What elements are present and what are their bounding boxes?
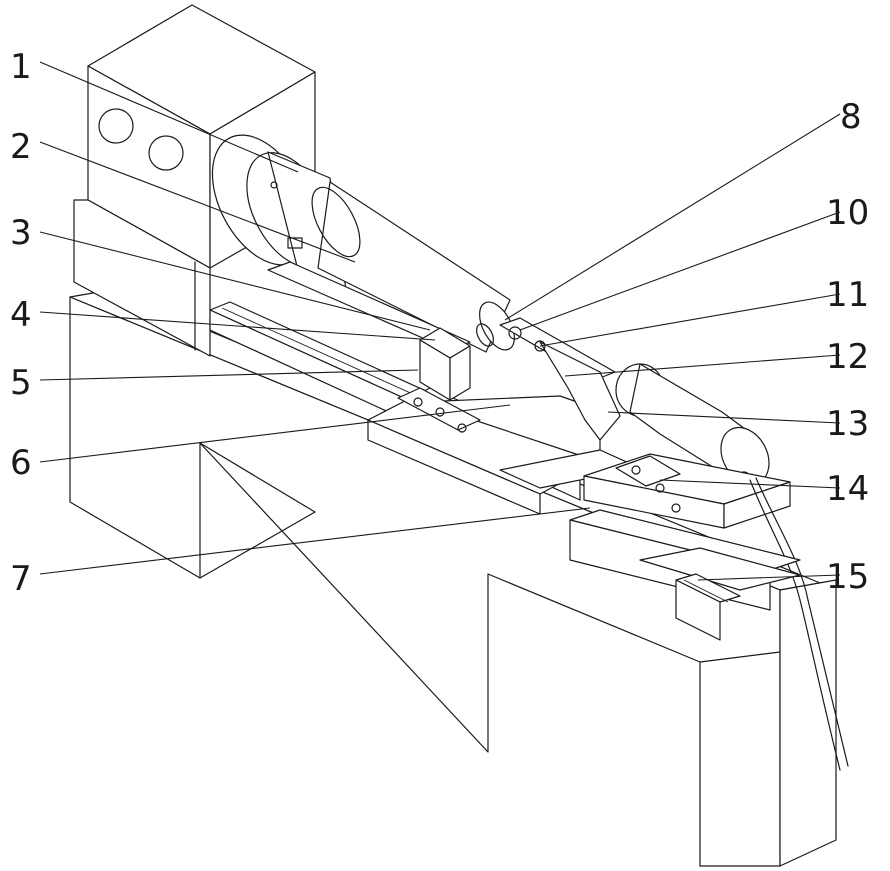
part-label-7: 7 [10,559,32,599]
part-label-15: 15 [826,557,869,597]
part-label-13: 13 [826,404,869,444]
part-label-3: 3 [10,213,32,253]
part-label-12: 12 [826,337,869,377]
part-label-10: 10 [826,193,869,233]
part-label-5: 5 [10,363,32,403]
part-label-14: 14 [826,469,869,509]
part-label-6: 6 [10,443,32,483]
part-label-8: 8 [840,97,862,137]
part-label-2: 2 [10,127,32,167]
part-label-4: 4 [10,295,32,335]
part-label-11: 11 [826,275,869,315]
part-label-1: 1 [10,47,32,87]
